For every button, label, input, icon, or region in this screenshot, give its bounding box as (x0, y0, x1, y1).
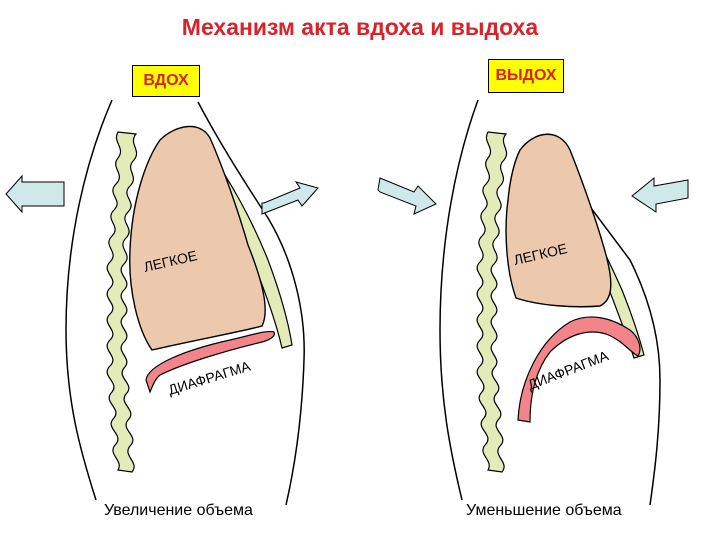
inhale-right-arrow (261, 181, 319, 215)
exhale-header: ВЫДОХ (488, 59, 564, 93)
exhale-diaphragm (517, 316, 641, 423)
inhale-panel: ЛЕГКОЕ ДИАФРАГМА (5, 99, 319, 506)
inhale-diaphragm (145, 330, 275, 394)
exhale-right-arrow (631, 176, 689, 213)
exhale-left-arrow (377, 177, 437, 215)
inhale-left-arrow (5, 174, 65, 214)
inhale-lung (129, 125, 266, 351)
inhale-caption: Увеличение объема (104, 502, 253, 519)
exhale-lung (505, 133, 612, 308)
inhale-header: ВДОХ (132, 65, 200, 97)
inhale-body-outline (197, 101, 305, 506)
inhale-body-outline (65, 99, 113, 501)
page-title: Механизм акта вдоха и выдоха (181, 14, 539, 40)
exhale-caption: Уменьшение объема (466, 502, 622, 519)
exhale-body-outline (439, 99, 479, 501)
inhale-spine (106, 131, 138, 473)
exhale-panel: ЛЕГКОЕ ДИАФРАГМА (377, 99, 689, 506)
exhale-spine (476, 131, 508, 473)
